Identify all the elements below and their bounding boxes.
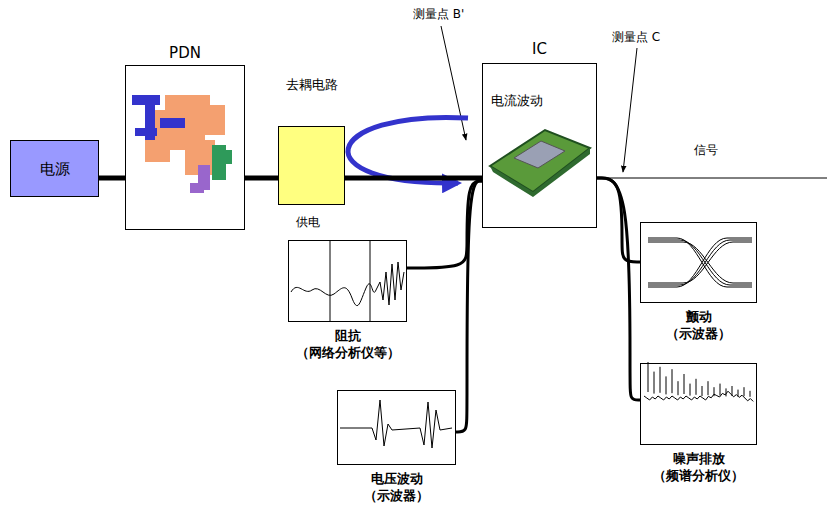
node-heading: 去耦电路: [286, 76, 338, 93]
measurement-point-label: 测量点 C: [612, 29, 660, 46]
power-source-box: 电源: [10, 140, 99, 197]
impedance-plot: [291, 240, 404, 322]
heading-wrap: IC: [532, 41, 547, 58]
signal-line: [597, 178, 827, 179]
panel-caption: 噪声排放: [653, 450, 744, 467]
pointer-b: [441, 26, 466, 140]
heading-wrap: 去耦电路: [286, 76, 338, 93]
power-bus: [345, 176, 482, 181]
panel-caption: （频谱分析仪）: [653, 467, 744, 484]
measurement-point-label: 测量点 B': [413, 6, 464, 23]
power-bus: [245, 176, 278, 181]
panel-caption: （网络分析仪等）: [296, 344, 400, 361]
caption-wrap: 电压波动（示波器）: [364, 470, 429, 504]
panel-caption: 电压波动: [364, 470, 429, 487]
spectrum-plot: [644, 362, 753, 401]
node-heading: IC: [532, 41, 547, 58]
node-text: 电流波动: [491, 92, 543, 109]
eye-diagram: [648, 238, 752, 287]
emission-panel: 噪声排放（频谱分析仪）: [640, 363, 757, 445]
panel-caption: 颤动: [666, 308, 731, 325]
decoupling-box: 去耦电路: [278, 126, 345, 205]
signal-label: 信号: [694, 142, 718, 159]
current-loop-arrow: [348, 117, 468, 183]
probe-lead: [597, 178, 640, 400]
heading-wrap: PDN: [169, 45, 201, 62]
caption-wrap: 颤动（示波器）: [666, 308, 731, 342]
probe-lead: [456, 181, 482, 432]
power-bus: [99, 176, 125, 181]
impedance-panel: 阻抗（网络分析仪等）: [288, 240, 407, 322]
panel-caption: 阻抗: [296, 327, 400, 344]
ic-chip-art: [490, 130, 590, 197]
node-text: 电源: [11, 160, 98, 177]
caption-wrap: 噪声排放（频谱分析仪）: [653, 450, 744, 484]
pdn-box: PDN: [125, 65, 245, 230]
signal-label: 供电: [296, 214, 320, 231]
caption-wrap: 阻抗（网络分析仪等）: [296, 327, 400, 361]
voltage-plot: [340, 400, 452, 448]
node-heading: PDN: [169, 45, 201, 62]
pdn-layout-art: [132, 95, 232, 193]
jitter-panel: 颤动（示波器）: [640, 222, 757, 303]
pointer-c: [623, 48, 637, 172]
ic-box: IC电流波动: [482, 63, 597, 228]
voltage-panel: 电压波动（示波器）: [337, 390, 456, 465]
probe-lead: [407, 181, 482, 268]
panel-caption: （示波器）: [364, 487, 429, 504]
panel-caption: （示波器）: [666, 325, 731, 342]
